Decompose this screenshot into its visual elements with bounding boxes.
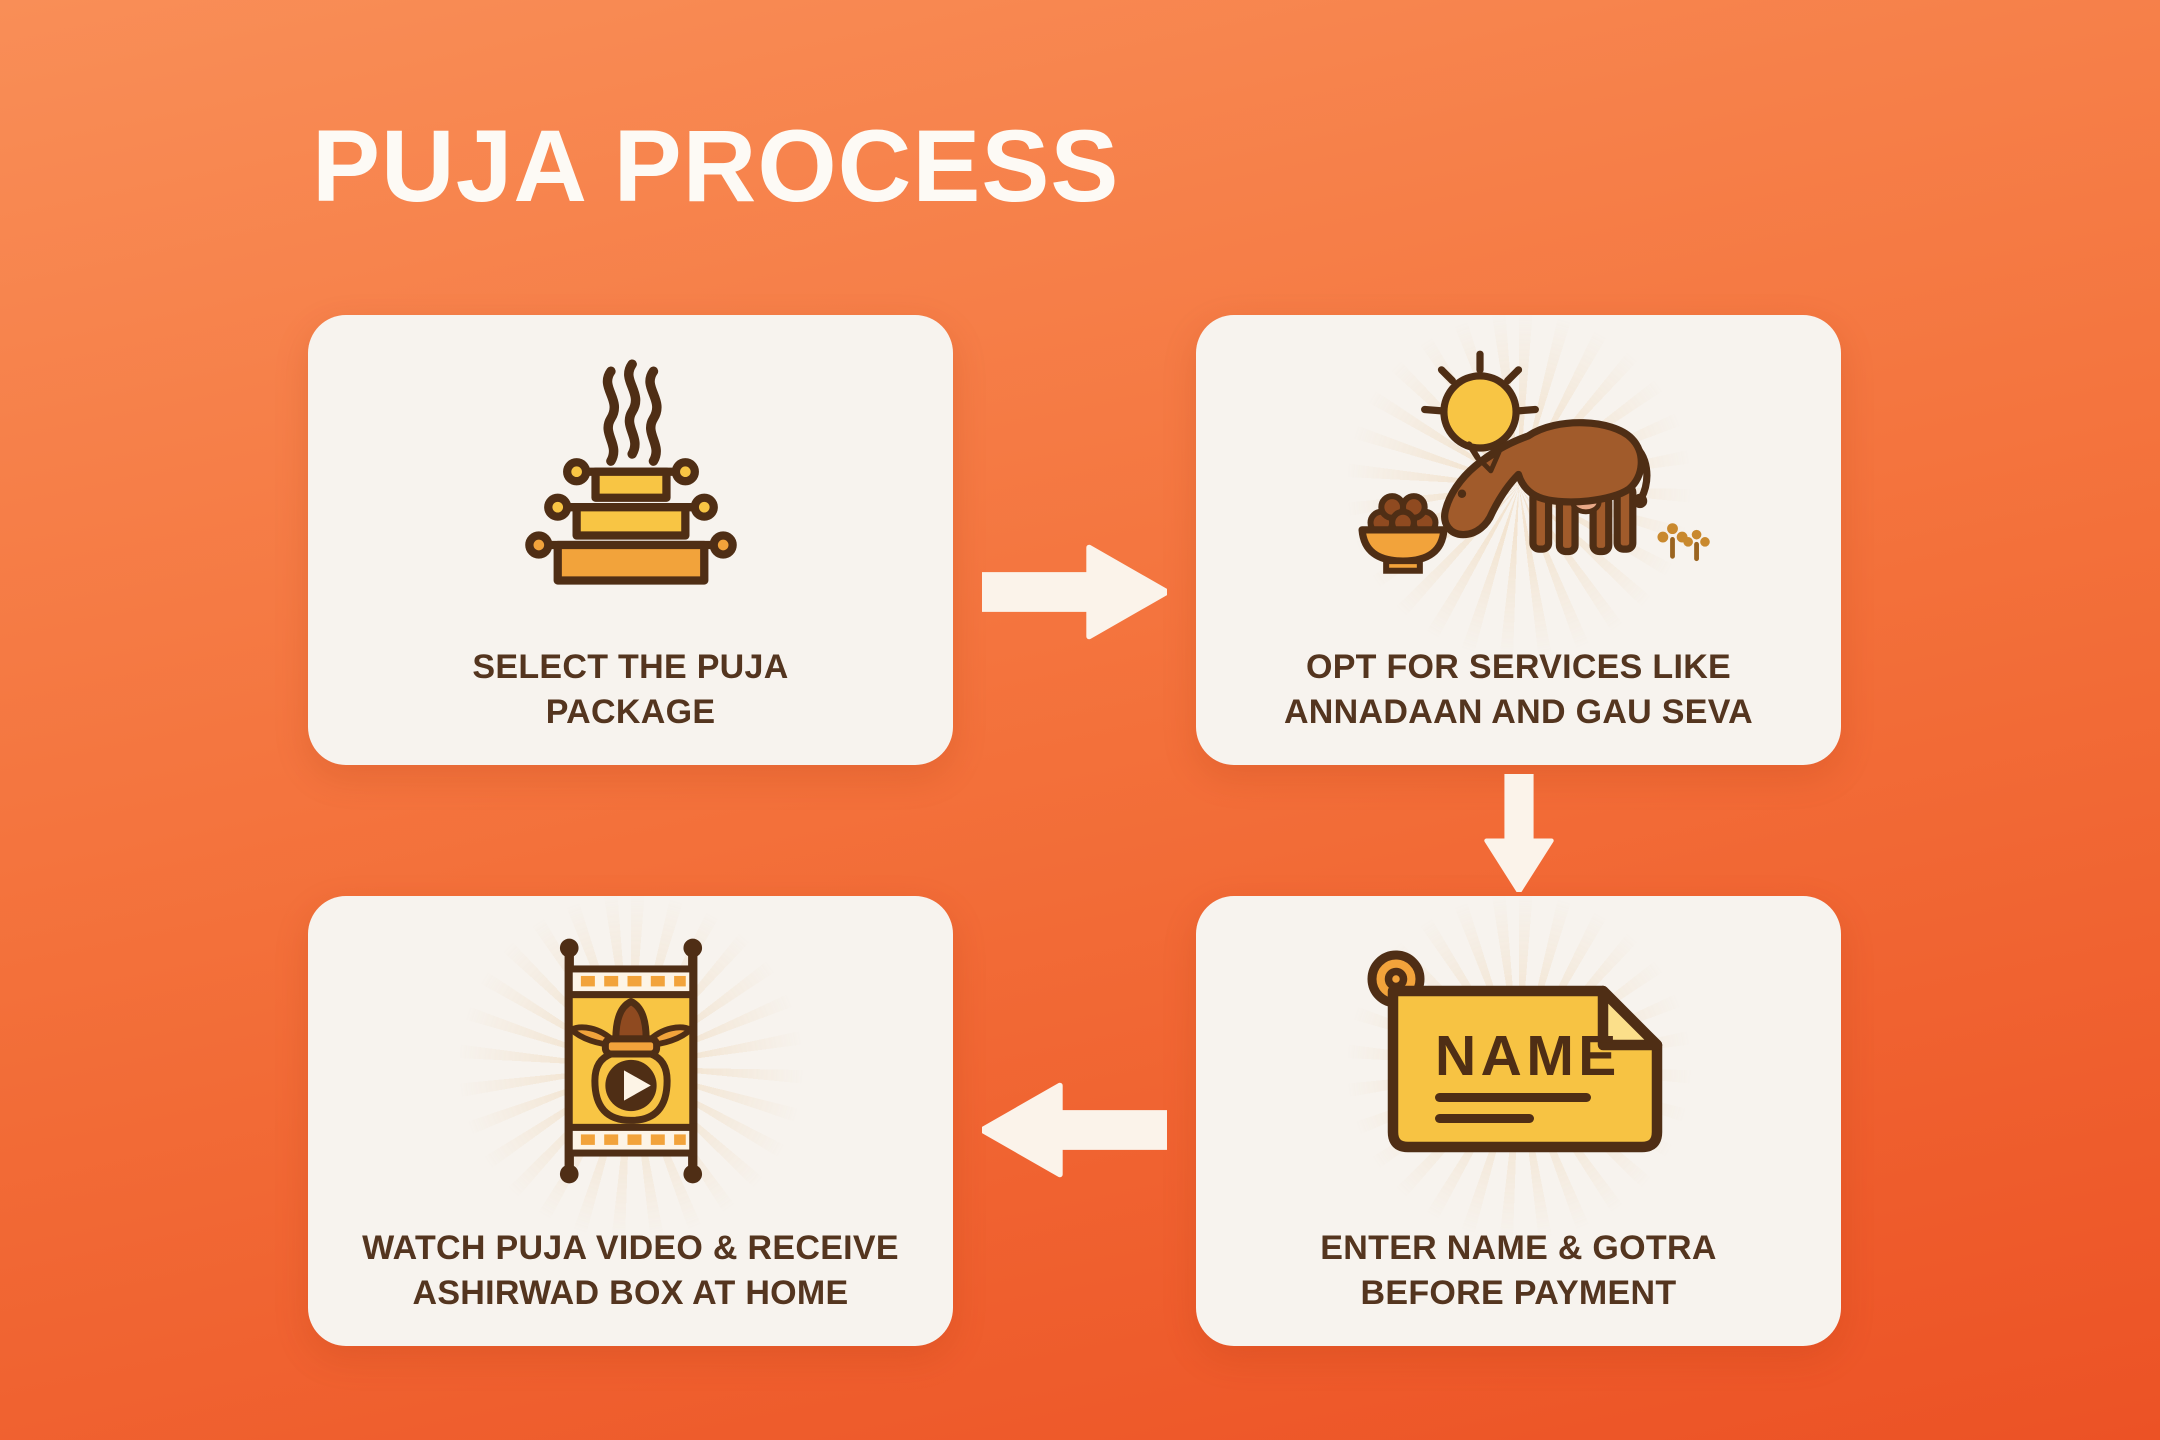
step-label: SELECT THE PUJA PACKAGE: [472, 648, 789, 732]
step-label: ENTER NAME & GOTRA BEFORE PAYMENT: [1320, 1229, 1717, 1313]
smoke-lines: [602, 359, 662, 466]
cow-shape: [1441, 418, 1651, 555]
puja-video-illustration: [308, 882, 953, 1253]
havan-altar-icon: [524, 359, 737, 585]
page-title: PUJA PROCESS: [312, 109, 1120, 223]
step-card-watch-video: WATCH PUJA VIDEO & RECEIVE ASHIRWAD BOX …: [308, 882, 953, 1346]
arrow-right-icon: [982, 544, 1167, 640]
plant-sprigs-icon: [1657, 522, 1710, 561]
name-scroll-illustration: NAME: [1196, 882, 1841, 1253]
sun-icon: [1421, 350, 1539, 452]
name-scroll-icon: NAME: [1367, 950, 1662, 1152]
cow-grazing-icon: [1358, 350, 1710, 574]
step-card-select-package: SELECT THE PUJA PACKAGE: [308, 315, 953, 765]
scroll-name-text: NAME: [1435, 1024, 1621, 1088]
laddu-bowl-icon: [1358, 492, 1448, 574]
step-label: WATCH PUJA VIDEO & RECEIVE ASHIRWAD BOX …: [362, 1229, 899, 1313]
step-label: OPT FOR SERVICES LIKE ANNADAAN AND GAU S…: [1283, 648, 1754, 732]
cow-grazing-illustration: [1196, 301, 1841, 672]
film-strip-top: [565, 965, 696, 999]
puja-video-kalash-icon: [559, 938, 702, 1184]
step-card-name-gotra: NAME ENTER NAME & GOTRA BEFORE PAYMENT: [1196, 882, 1841, 1346]
film-strip-bottom: [565, 1123, 696, 1157]
arrow-down-icon: [1484, 774, 1554, 892]
arrow-left-icon: [982, 1082, 1167, 1178]
step-card-services: OPT FOR SERVICES LIKE ANNADAAN AND GAU S…: [1196, 301, 1841, 765]
havan-altar-illustration: [308, 325, 953, 635]
sunburst-decoration: [1333, 301, 1704, 672]
kalash-pot: [568, 998, 693, 1124]
